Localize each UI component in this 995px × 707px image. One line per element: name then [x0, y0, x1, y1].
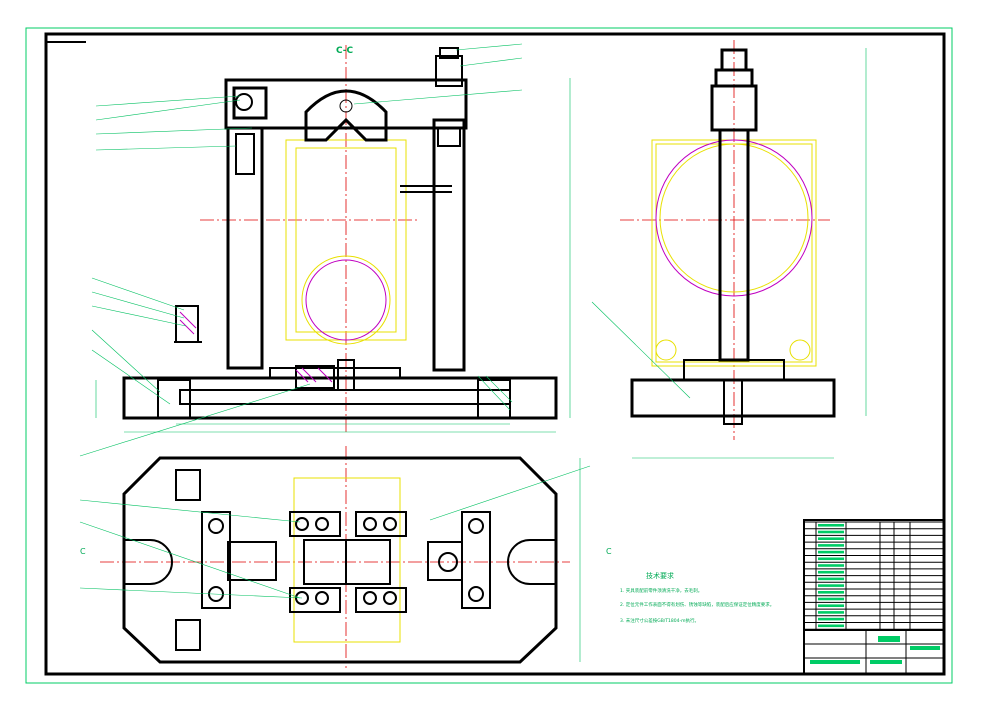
parts-list-entry [818, 537, 844, 540]
note-3: 3. 未注尺寸公差按GB/T1804-m执行。 [620, 617, 699, 624]
parts-list-entry [818, 557, 844, 561]
parts-list-entry [818, 530, 844, 534]
parts-list-entry [818, 577, 844, 581]
parts-list-entry [818, 611, 844, 614]
parts-list-entry [818, 524, 844, 527]
parts-list-table [804, 521, 944, 630]
inner-border [44, 32, 946, 676]
parts-list-entry [818, 544, 844, 547]
cut-mark-left: C [80, 547, 86, 556]
technical-notes: 技术要求 1. 夹具装配前零件须清洗干净，去毛刺。 2. 定位元件工作表面不得有… [620, 571, 774, 624]
note-2: 2. 定位元件工作表面不得有划伤、锈蚀等缺陷，装配后应保证定位精度要求。 [620, 601, 774, 608]
note-1: 1. 夹具装配前零件须清洗干净，去毛刺。 [620, 587, 702, 594]
parts-list-entry [818, 570, 844, 574]
parts-list-entry [818, 550, 844, 554]
cut-mark-right: C [606, 547, 612, 556]
parts-list-entry [818, 591, 844, 594]
parts-list-entry [818, 584, 844, 587]
front-section-view: C-C [79, 43, 571, 457]
parts-list-entry [818, 564, 844, 567]
section-label: C-C [336, 46, 354, 56]
parts-list-entry [818, 604, 844, 607]
outer-border [25, 27, 953, 684]
title-block [803, 519, 945, 675]
phantom-workpiece [285, 139, 407, 345]
parts-list-entry [818, 597, 844, 601]
top-view: C C [79, 446, 612, 668]
parts-list-entry [818, 624, 844, 628]
phantom-workpiece-side [651, 139, 817, 367]
parts-list-entry [818, 617, 844, 621]
notes-title: 技术要求 [646, 571, 674, 580]
side-view [591, 40, 867, 459]
